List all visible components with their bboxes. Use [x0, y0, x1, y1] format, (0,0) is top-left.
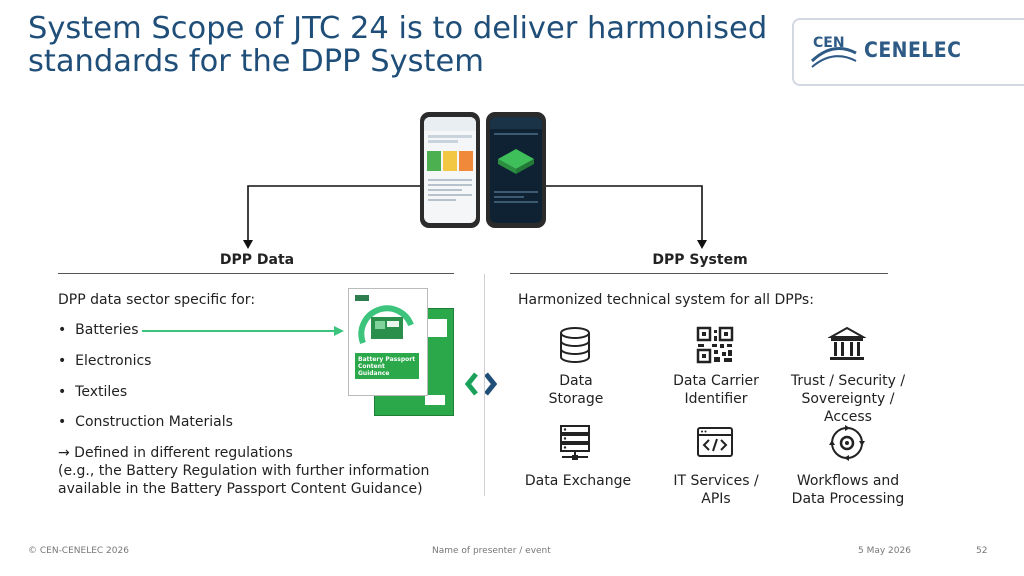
example-line-1: (e.g., the Battery Regulation with furth… — [58, 463, 430, 479]
footer-copyright: © CEN-CENELEC 2026 — [28, 546, 129, 556]
dpp-system-rule — [510, 273, 888, 274]
cenelec-logo-text: CENELEC — [864, 38, 962, 62]
label-it-services: IT Services /APIs — [673, 473, 759, 507]
dpp-data-rule — [58, 273, 454, 274]
dpp-data-intro: DPP data sector specific for: — [58, 292, 256, 308]
bullet-batteries: • Batteries — [58, 322, 139, 338]
cen-logo-mark: CEN — [808, 33, 858, 69]
phone-left — [420, 112, 480, 228]
slide-title: System Scope of JTC 24 is to deliver har… — [28, 11, 768, 79]
server-network-icon — [560, 425, 590, 460]
phone-right — [486, 112, 546, 228]
gear-cycle-icon — [829, 425, 865, 461]
institution-icon — [828, 326, 866, 360]
footer-page-number: 52 — [976, 546, 988, 556]
dpp-system-intro: Harmonized technical system for all DPPs… — [518, 292, 814, 308]
bullet-electronics: • Electronics — [58, 353, 152, 369]
column-divider — [484, 274, 485, 496]
defined-note: → Defined in different regulations — [58, 445, 293, 461]
dpp-system-heading: DPP System — [652, 252, 748, 268]
bullet-construction: • Construction Materials — [58, 414, 233, 430]
qr-code-icon — [696, 326, 734, 364]
doc-title: Battery Passport Content Guidance — [358, 356, 416, 377]
footer-date: 5 May 2026 — [858, 546, 911, 556]
dpp-data-heading: DPP Data — [219, 252, 295, 268]
label-trust-security: Trust / Security /Sovereignty /Access — [790, 373, 906, 425]
label-data-exchange: Data Exchange — [524, 473, 632, 489]
code-window-icon — [697, 427, 733, 457]
footer-presenter: Name of presenter / event — [432, 546, 551, 556]
doc-front: Battery Passport Content Guidance — [348, 288, 428, 396]
cen-logo-text: CEN — [813, 35, 845, 51]
database-icon — [560, 327, 590, 363]
example-line-2: available in the Battery Passport Conten… — [58, 481, 423, 497]
bullet-textiles: • Textiles — [58, 384, 128, 400]
